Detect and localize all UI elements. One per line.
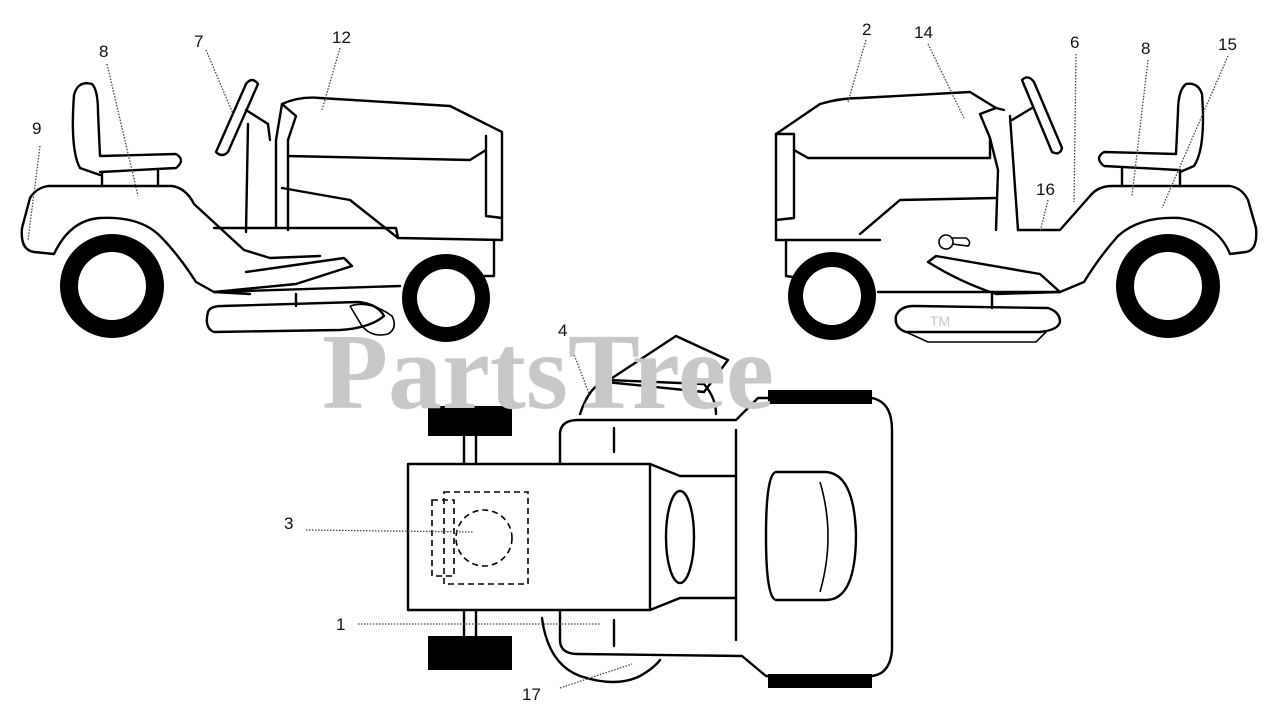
seat-back-top (598, 334, 730, 394)
front-wheel-top-lower (768, 674, 872, 688)
seat-left (71, 81, 183, 177)
hood-right (774, 90, 1006, 136)
mower-deck-top (540, 616, 662, 684)
steering-wheel-right (1020, 76, 1064, 155)
callout-14: 14 (914, 23, 933, 42)
callout-7: 7 (194, 32, 203, 51)
callout-3: 3 (284, 514, 293, 533)
callout-12: 12 (332, 28, 351, 47)
rear-fender-right (1016, 184, 1258, 294)
hood-grille-top (764, 470, 858, 602)
mower-deck-right (894, 304, 1062, 334)
watermark: PartsTree (322, 313, 774, 432)
callout-9: 9 (32, 119, 41, 138)
callout-6: 6 (1070, 33, 1079, 52)
rear-wheel-top-upper (428, 406, 512, 436)
callout-2: 2 (862, 20, 871, 39)
hood-left (274, 96, 504, 242)
rear-wheel-top-lower (428, 636, 512, 670)
tractor-top-view (406, 334, 894, 688)
callout-16: 16 (1036, 180, 1055, 199)
rear-body-top (406, 462, 652, 612)
steering-wheel-left (214, 78, 260, 157)
callout-17: 17 (522, 685, 541, 704)
callout-15: 15 (1218, 35, 1237, 54)
callout-4: 4 (558, 321, 567, 340)
tractor-right-side-view (774, 76, 1258, 343)
callout-1: 1 (336, 615, 345, 634)
tractor-left-side-view (20, 78, 504, 342)
lift-lever-right (938, 234, 954, 250)
leader-lines (27, 39, 1229, 689)
callout-labels: 8 7 12 9 2 14 6 8 15 16 4 3 1 17 (32, 20, 1237, 704)
rear-fender-left (20, 184, 322, 260)
callout-8-right: 8 (1141, 39, 1150, 58)
mower-deck-left (205, 300, 386, 334)
watermark-trademark: TM (930, 313, 950, 329)
seat-right (1097, 82, 1205, 174)
callout-8-left: 8 (99, 42, 108, 61)
